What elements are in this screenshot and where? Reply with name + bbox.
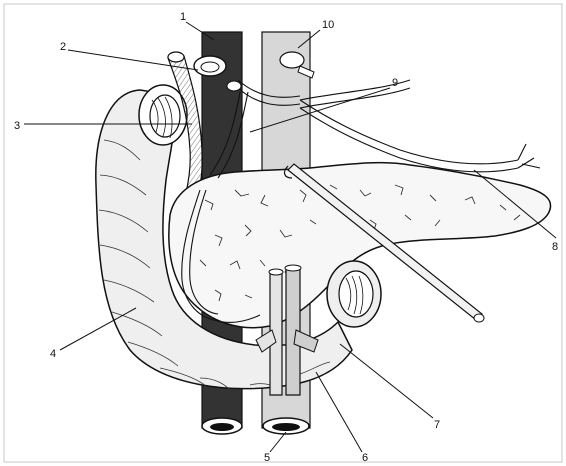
jejunum-opening <box>327 261 381 327</box>
label-10: 10 <box>322 19 334 31</box>
label-6: 6 <box>362 452 368 464</box>
label-9: 9 <box>392 77 398 89</box>
label-5: 5 <box>264 452 270 464</box>
label-8: 8 <box>552 241 558 253</box>
label-3: 3 <box>14 120 20 132</box>
label-7: 7 <box>434 419 440 431</box>
label-1: 1 <box>180 11 186 23</box>
label-2: 2 <box>60 41 66 53</box>
label-4: 4 <box>50 348 56 360</box>
